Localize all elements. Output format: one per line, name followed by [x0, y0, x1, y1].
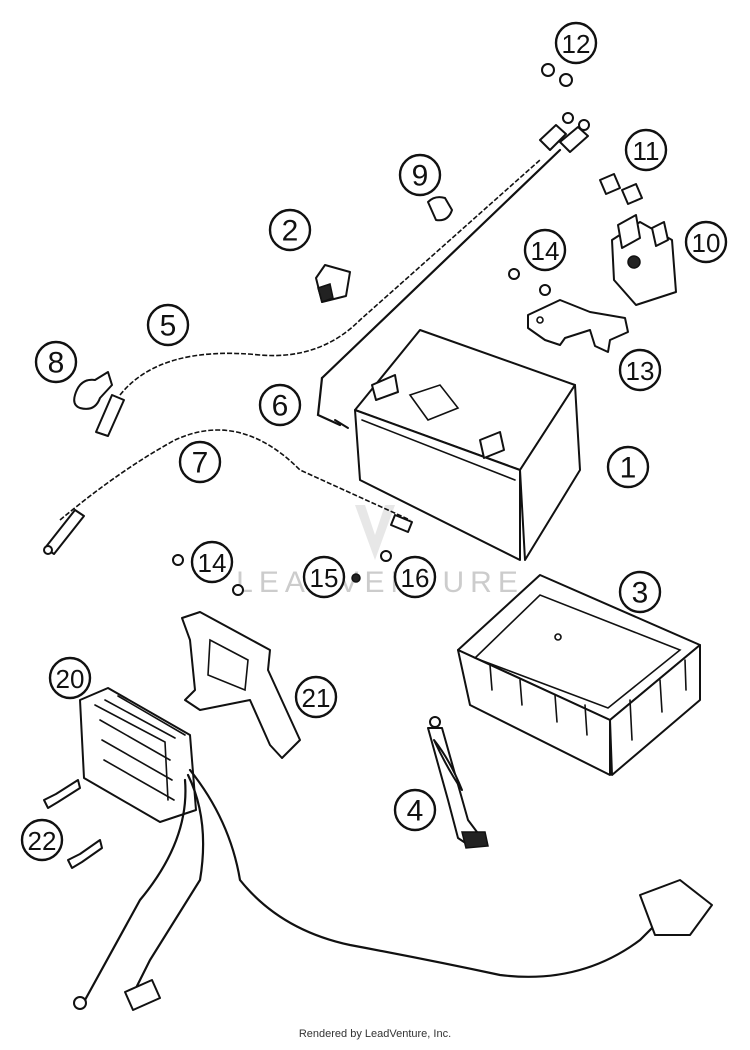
callout-1[interactable]: 1	[606, 445, 650, 489]
callout-14[interactable]: 14	[190, 540, 234, 584]
callout-22[interactable]: 22	[20, 818, 64, 862]
callout-11[interactable]: 11	[624, 128, 668, 172]
callout-label: 13	[626, 356, 655, 386]
callout-circle	[624, 128, 668, 172]
callout-label: 10	[692, 228, 721, 258]
voltage-regulator[interactable]	[73, 687, 713, 1011]
callout-4[interactable]: 4	[393, 788, 437, 832]
callout-label: 1	[620, 452, 637, 485]
callout-label: 9	[412, 160, 429, 193]
footer-credit: Rendered by LeadVenture, Inc.	[298, 1028, 452, 1040]
callout-15[interactable]: 15	[302, 555, 346, 599]
callout-20[interactable]: 20	[48, 656, 92, 700]
callout-circle	[268, 208, 312, 252]
callout-9[interactable]: 9	[398, 153, 442, 197]
callout-label: 4	[407, 795, 424, 828]
callout-6[interactable]: 6	[258, 383, 302, 427]
callout-circle	[34, 340, 78, 384]
callout-circle	[393, 555, 437, 599]
watermark-logo	[355, 505, 395, 560]
cable-part-7[interactable]	[43, 429, 413, 555]
callout-2[interactable]: 2	[268, 208, 312, 252]
callout-circle	[258, 383, 302, 427]
cable-part-5[interactable]	[95, 159, 541, 437]
callout-circle	[684, 220, 728, 264]
battery-tray[interactable]	[457, 574, 701, 776]
callout-label: 14	[531, 236, 560, 266]
callout-7[interactable]: 7	[178, 440, 222, 484]
callout-label: 12	[562, 29, 591, 59]
callout-circle	[606, 445, 650, 489]
regulator-bolts[interactable]	[43, 779, 103, 869]
callout-13[interactable]: 13	[618, 348, 662, 392]
connector-part-2[interactable]	[315, 264, 351, 303]
nut-part-15[interactable]	[351, 573, 361, 583]
callout-label: 8	[48, 347, 65, 380]
callout-label: 5	[160, 310, 177, 343]
callout-circle	[393, 788, 437, 832]
callout-circle	[146, 303, 190, 347]
callout-circle	[618, 570, 662, 614]
callout-label: 22	[28, 826, 57, 856]
screws-lower[interactable]	[172, 554, 244, 596]
callout-label: 21	[302, 683, 331, 713]
relay-bracket[interactable]	[527, 299, 629, 353]
callout-label: 16	[401, 563, 430, 593]
regulator-bracket[interactable]	[181, 611, 301, 759]
callout-circle	[554, 21, 598, 65]
battery-strap[interactable]	[427, 716, 489, 849]
callout-21[interactable]: 21	[294, 675, 338, 719]
callout-5[interactable]: 5	[146, 303, 190, 347]
callout-14[interactable]: 14	[523, 228, 567, 272]
callout-8[interactable]: 8	[34, 340, 78, 384]
callout-label: 7	[192, 447, 209, 480]
starter-relay[interactable]	[611, 214, 677, 306]
watermark-text: LEADVENTURE	[236, 566, 524, 599]
nut-part-16[interactable]	[380, 550, 392, 562]
callout-circle	[618, 348, 662, 392]
callout-16[interactable]: 16	[393, 555, 437, 599]
cable-clip[interactable]	[427, 196, 453, 222]
fuses[interactable]	[599, 173, 643, 205]
cable-part-6[interactable]	[316, 112, 590, 429]
callout-label: 14	[198, 548, 227, 578]
callout-12[interactable]: 12	[554, 21, 598, 65]
callout-label: 11	[633, 136, 660, 166]
callout-circle	[48, 656, 92, 700]
callout-3[interactable]: 3	[618, 570, 662, 614]
callout-circle	[190, 540, 234, 584]
terminal-screws[interactable]	[541, 63, 573, 87]
terminal-cap[interactable]	[73, 371, 113, 410]
callout-10[interactable]: 10	[684, 220, 728, 264]
screws-upper[interactable]	[508, 268, 551, 296]
callout-label: 3	[632, 577, 649, 610]
callout-circle	[20, 818, 64, 862]
callout-label: 6	[272, 390, 289, 423]
callout-circle	[294, 675, 338, 719]
callout-circle	[523, 228, 567, 272]
callout-label: 15	[310, 563, 339, 593]
callout-circle	[178, 440, 222, 484]
callout-label: 2	[282, 215, 299, 248]
callout-label: 20	[56, 664, 85, 694]
callout-circle	[398, 153, 442, 197]
battery[interactable]	[354, 329, 581, 561]
callout-circle	[302, 555, 346, 599]
